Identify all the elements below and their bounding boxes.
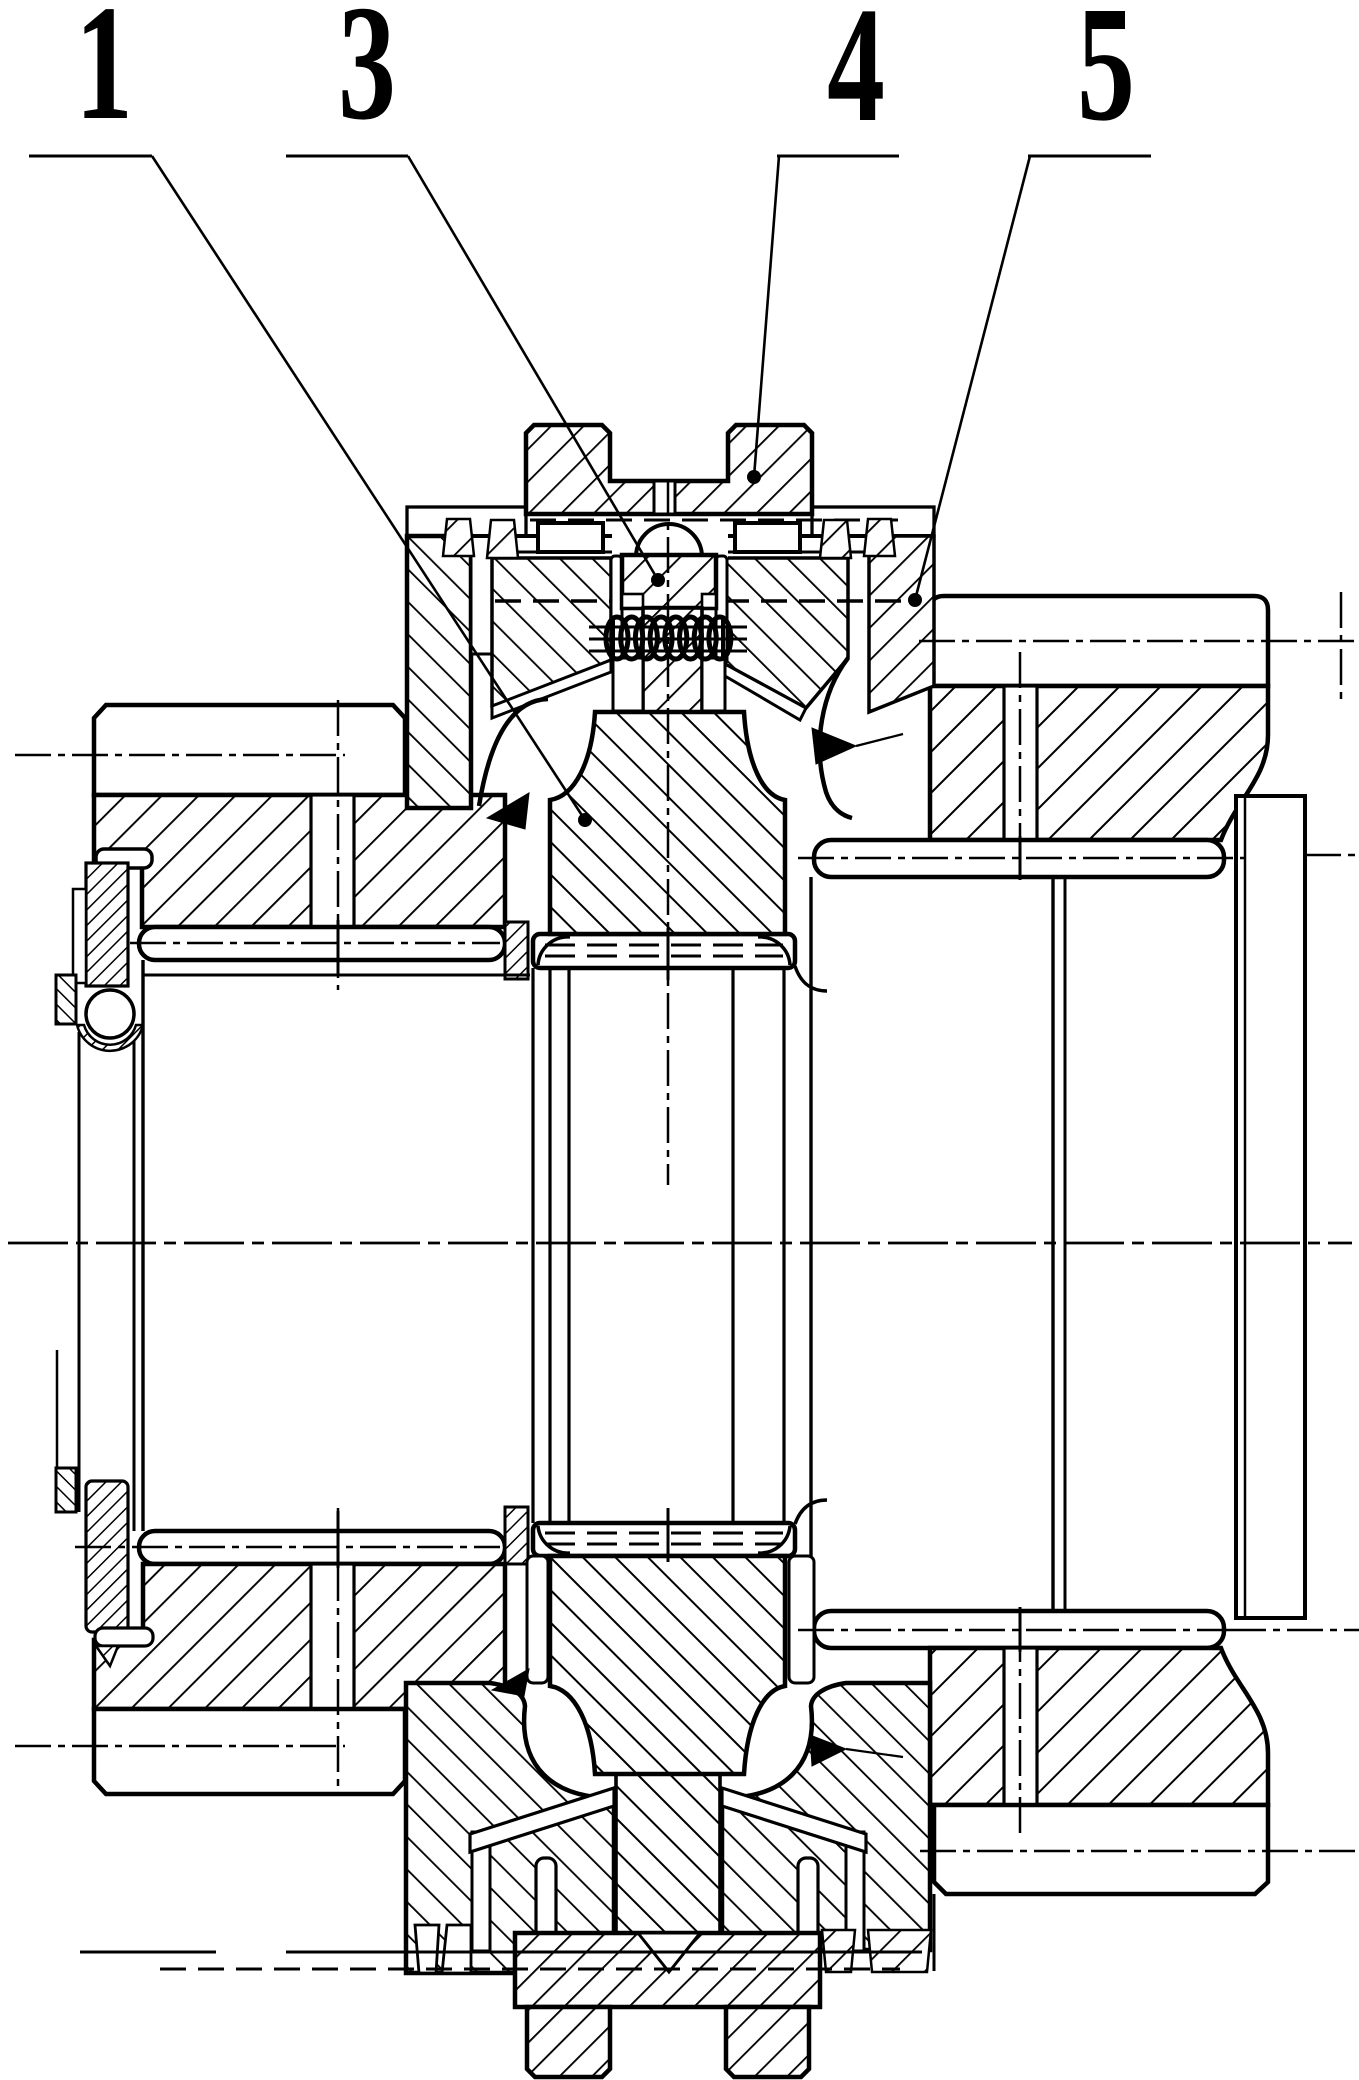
svg-text:1: 1 [75, 0, 133, 154]
svg-text:5: 5 [1077, 0, 1135, 155]
svg-text:3: 3 [338, 0, 396, 154]
svg-text:4: 4 [827, 0, 885, 156]
